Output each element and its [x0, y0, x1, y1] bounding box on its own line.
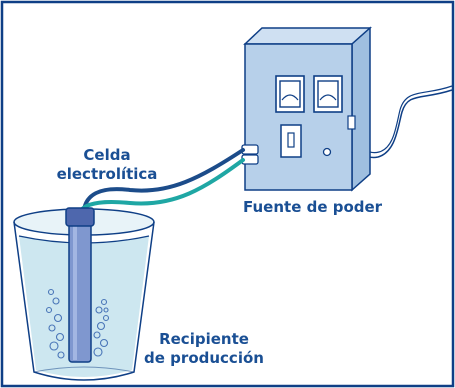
electrolytic-cell [65, 207, 95, 363]
production-container-label-line2: de producción [144, 349, 264, 367]
power-source-label: Fuente de poder [243, 198, 383, 216]
cable-teal [78, 158, 245, 214]
production-container-label: Recipiente de producción [134, 330, 274, 368]
container-outline [13, 221, 155, 381]
power-source-box [243, 26, 372, 192]
cable-dark [82, 148, 245, 212]
electrolytic-cell-label-line2: electrolítica [56, 165, 158, 183]
container-base [33, 366, 135, 373]
gas-bubbles [45, 288, 110, 359]
electrolytic-cell-label-line1: Celda [83, 146, 131, 164]
production-container-label-line1: Recipiente [159, 330, 249, 348]
electrolytic-cell-label: Celda electrolítica [52, 146, 162, 184]
